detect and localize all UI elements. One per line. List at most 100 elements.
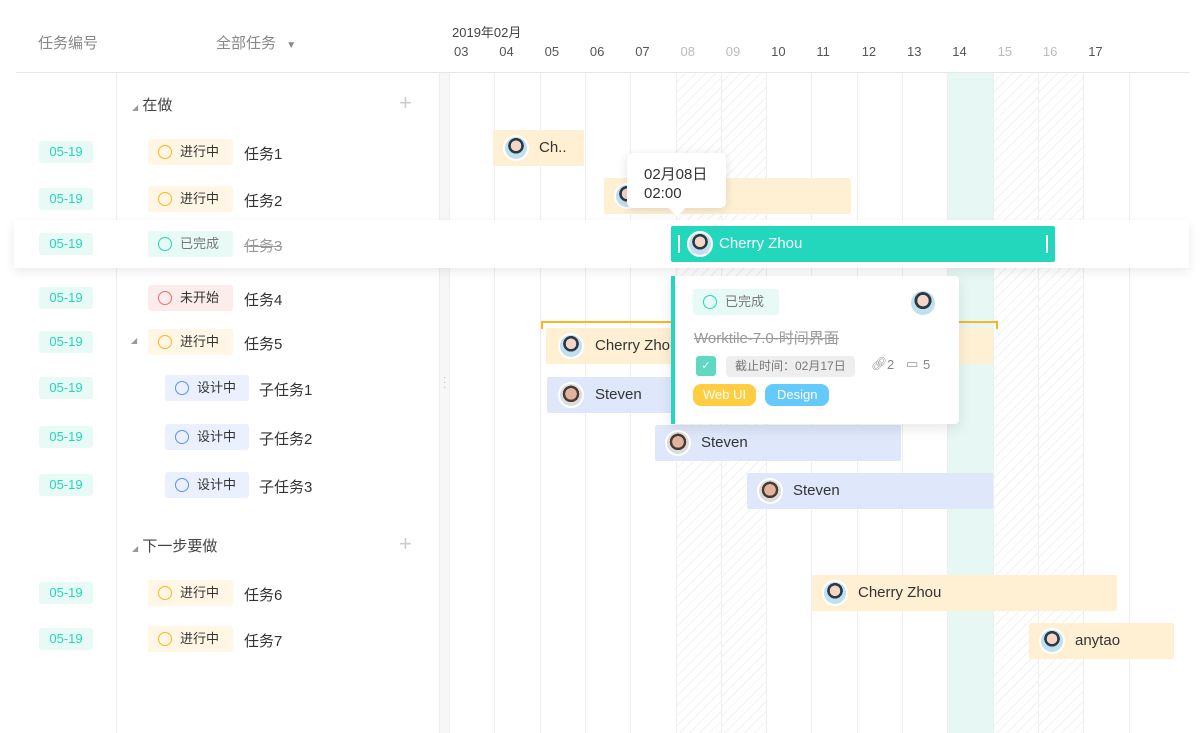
task-name[interactable]: 子任务3 [259,479,313,496]
gantt-bar[interactable]: Ch.. [493,130,584,166]
status-icon [175,478,189,492]
avatar [687,231,713,257]
task-date: 05-19 [39,331,93,353]
drag-time-tooltip: 02月08日 02:00 [627,153,726,217]
add-task-icon[interactable]: + [399,90,412,115]
card-status-badge: 已完成 [693,289,779,315]
status-badge[interactable]: 进行中 [148,139,233,165]
day-label: 17 [1088,44,1103,59]
avatar [757,478,783,504]
task-date: 05-19 [39,377,93,399]
day-column [1128,73,1169,733]
panel-divider[interactable] [439,73,449,733]
task-date: 05-19 [39,628,93,650]
task-name[interactable]: 任务6 [244,587,283,604]
status-badge[interactable]: 未开始 [148,285,233,311]
gantt-bar[interactable]: Steven [655,425,901,461]
task-date: 05-19 [39,582,93,604]
task-filter-dropdown[interactable]: 全部任务 ▼ [216,32,296,53]
resize-handle-left[interactable] [678,235,680,253]
avatar [822,580,848,606]
collapse-icon: ◢ [132,103,139,112]
task-name[interactable]: 任务1 [244,146,283,163]
avatar [503,135,529,161]
collapse-icon: ◢ [132,544,139,553]
day-label: 16 [1042,44,1058,59]
avatar [1039,628,1065,654]
day-column [494,73,539,733]
status-icon [158,237,172,251]
column-divider [116,73,117,733]
gantt-bar[interactable]: Steven [747,473,993,509]
status-icon [158,291,172,305]
gantt-bar[interactable]: anytao [1029,623,1174,659]
status-badge[interactable]: 进行中 [148,186,233,212]
status-badge[interactable]: 设计中 [165,375,249,401]
task-date: 05-19 [39,141,93,163]
day-label: 09 [725,44,741,59]
card-title[interactable]: Worktile-7.0-时间界面 [694,330,839,347]
month-label: 2019年02月 [452,25,522,40]
task-name[interactable]: 子任务1 [259,382,313,399]
day-label: 13 [907,44,922,59]
day-label: 04 [499,44,514,59]
status-badge[interactable]: 设计中 [165,472,249,498]
day-column [449,73,494,733]
col-header-id: 任务编号 [38,35,99,52]
task-date: 05-19 [39,188,93,210]
task-name[interactable]: 子任务2 [259,431,313,448]
resize-handle[interactable]: ··· [443,372,447,393]
status-icon [158,335,172,349]
add-task-icon[interactable]: + [399,531,412,556]
comment-count: 5 [923,357,931,372]
gantt-bar[interactable]: Cherry Zhou [812,575,1117,611]
status-badge[interactable]: 进行中 [148,626,233,652]
expand-icon[interactable]: ◢ [131,336,138,345]
task-type-icon: ✓ [696,356,716,376]
status-badge[interactable]: 设计中 [165,424,249,450]
task-date: 05-19 [39,233,93,255]
header-divider [16,72,1190,73]
filter-label: 全部任务 [216,35,277,52]
deadline-badge: 截止时间：02月17日 [726,356,855,377]
tag-design: Design [765,384,830,406]
status-icon [158,632,172,646]
task-date: 05-19 [39,474,93,496]
status-icon [175,430,189,444]
check-circle-icon [703,295,717,309]
day-label: 10 [771,44,786,59]
day-column [539,73,585,733]
task-date: 05-19 [39,287,93,309]
group-next[interactable]: ◢ 下一步要做 [132,538,218,555]
task-name[interactable]: 任务2 [244,193,283,210]
status-icon [158,192,172,206]
task-name[interactable]: 任务5 [244,336,283,353]
status-badge[interactable]: 进行中 [148,329,233,355]
group-doing[interactable]: ◢ 在做 [132,97,173,114]
task-detail-card[interactable]: 已完成 Worktile-7.0-时间界面 ✓ 截止时间：02月17日 🔗︎ 2… [671,276,959,424]
day-label: 06 [589,44,605,59]
task-name[interactable]: 任务3 [244,238,283,255]
day-label: 14 [952,44,967,59]
status-badge[interactable]: 进行中 [148,580,233,606]
card-avatar [909,289,937,317]
task-name[interactable]: 任务7 [244,633,283,650]
resize-handle-right[interactable] [1046,235,1048,253]
status-icon [175,381,189,395]
task-name[interactable]: 任务4 [244,292,283,309]
day-label: 03 [454,44,469,59]
task-date: 05-19 [39,426,93,448]
day-column [1083,73,1128,733]
status-badge[interactable]: 已完成 [148,231,233,257]
gantt-bar-active[interactable]: Cherry Zhou [671,226,1055,262]
tag-web-ui: Web UI [693,384,757,406]
day-label: 07 [635,44,650,59]
avatar [665,430,691,456]
status-icon [158,586,172,600]
day-label: 11 [816,44,830,59]
avatar [558,333,584,359]
comment-icon: ▭ [906,356,919,371]
tooltip-time: 02:00 [644,185,682,202]
status-icon [158,145,172,159]
day-label: 12 [861,44,877,59]
